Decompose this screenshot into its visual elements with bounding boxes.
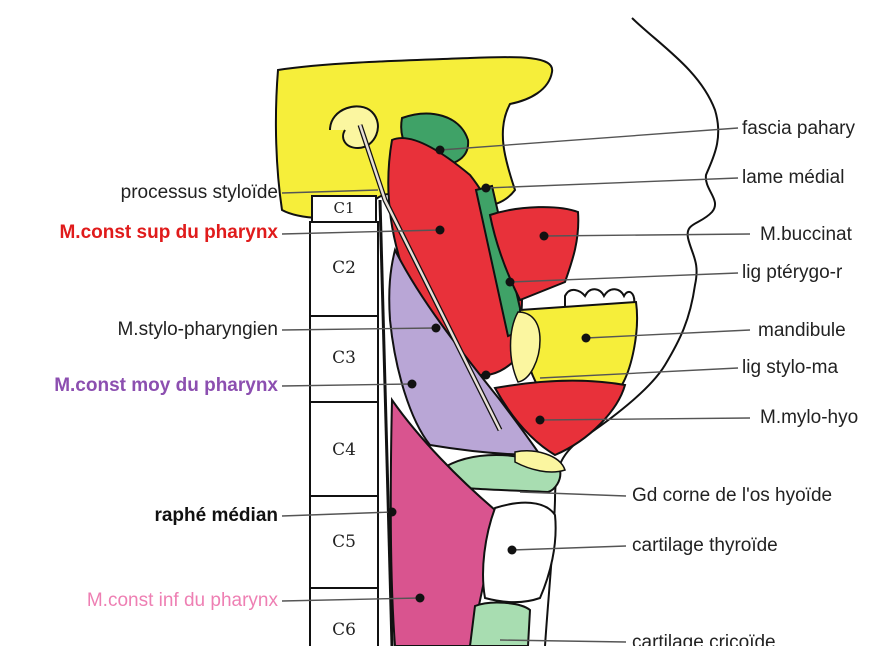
label-processus-styloide: processus styloïde <box>121 182 278 204</box>
label-mandibule: mandibule <box>758 320 846 342</box>
label-m-const-moy: M.const moy du pharynx <box>54 375 278 397</box>
thyroid-cartilage <box>483 503 556 603</box>
label-lame-mediale: lame médial <box>742 167 844 189</box>
label-cartilage-cricoide: cartilage cricoïde <box>632 632 776 646</box>
label-m-buccinateur: M.buccinat <box>760 224 852 246</box>
cricoid-cartilage <box>470 603 530 646</box>
label-m-mylo: M.mylo-hyo <box>760 407 858 429</box>
label-gd-corne: Gd corne de l'os hyoïde <box>632 485 832 507</box>
label-raphe-median: raphé médian <box>154 505 278 527</box>
label-m-const-sup: M.const sup du pharynx <box>59 222 278 244</box>
vertebra-c5-label: C5 <box>314 532 374 552</box>
label-m-stylo-pharyngien: M.stylo-pharyngien <box>117 319 278 341</box>
label-fascia: fascia pahary <box>742 118 855 140</box>
vertebra-c3-label: C3 <box>314 348 374 368</box>
vertebra-c1-label: C1 <box>314 199 374 217</box>
raphe-line <box>380 200 392 646</box>
vertebra-c2-label: C2 <box>314 258 374 278</box>
label-m-const-inf: M.const inf du pharynx <box>87 590 278 612</box>
label-lig-pterygo: lig ptérygo-r <box>742 262 842 284</box>
label-cartilage-thyroide: cartilage thyroïde <box>632 535 778 557</box>
label-lig-stylo: lig stylo-ma <box>742 357 838 379</box>
vertebra-c6-label: C6 <box>314 620 374 640</box>
vertebra-c4-label: C4 <box>314 440 374 460</box>
